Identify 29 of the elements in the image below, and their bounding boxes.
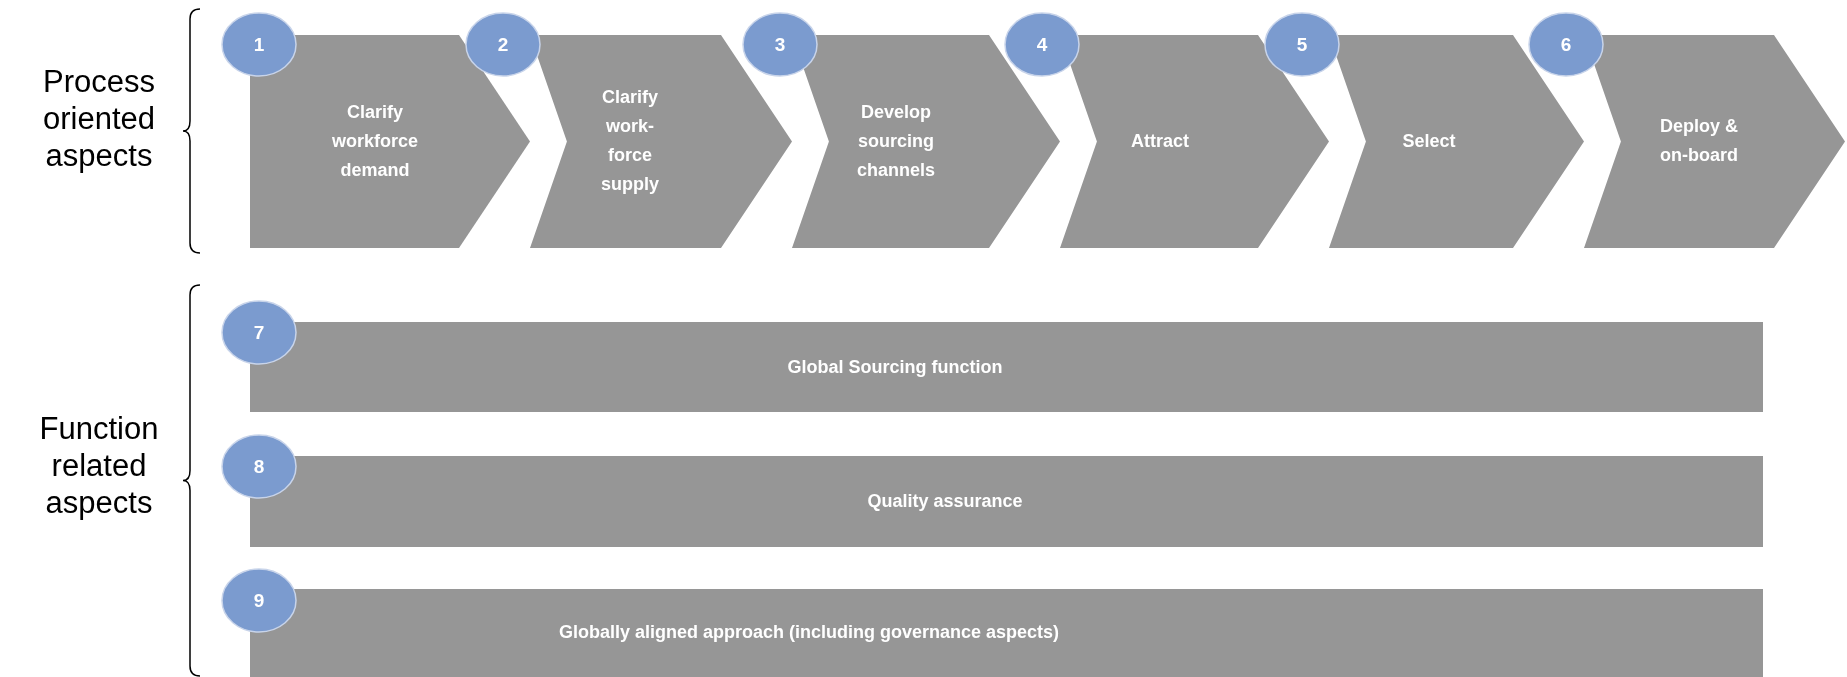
number-circle: 4 [1004, 12, 1080, 77]
number-circle: 7 [221, 300, 297, 365]
process-chevron [250, 35, 530, 248]
aspect-bar [250, 589, 1763, 677]
number-circle: 9 [221, 568, 297, 633]
step-label: Attract [1130, 129, 1190, 153]
step-label: Clarify workforce demand [331, 100, 419, 182]
number-circle: 1 [221, 12, 297, 77]
process-chevron [792, 35, 1060, 248]
number-circle: 3 [742, 12, 818, 77]
aspect-label: Global Sourcing function [786, 355, 1004, 379]
aspect-label: Quality assurance [866, 489, 1024, 513]
aspect-bar [250, 456, 1763, 547]
number-circle: 5 [1264, 12, 1340, 77]
number-circle: 6 [1528, 12, 1604, 77]
aspect-bar [250, 322, 1763, 412]
step-label: Deploy & on-board [1659, 115, 1739, 167]
number-circle: 8 [221, 434, 297, 499]
group-label: Process oriented aspects [42, 62, 156, 174]
step-label: Clarify work- force supply [600, 86, 660, 196]
group-label: Function related aspects [38, 409, 160, 521]
process-chevron [1060, 35, 1329, 248]
step-label: Develop sourcing channels [856, 100, 936, 182]
process-chevron [1584, 35, 1845, 248]
process-chevron [1329, 35, 1584, 248]
number-circle: 2 [465, 12, 541, 77]
process-chevron [530, 35, 792, 248]
step-label: Select [1401, 129, 1457, 153]
aspect-label: Globally aligned approach (including governance aspects) [557, 620, 1061, 644]
